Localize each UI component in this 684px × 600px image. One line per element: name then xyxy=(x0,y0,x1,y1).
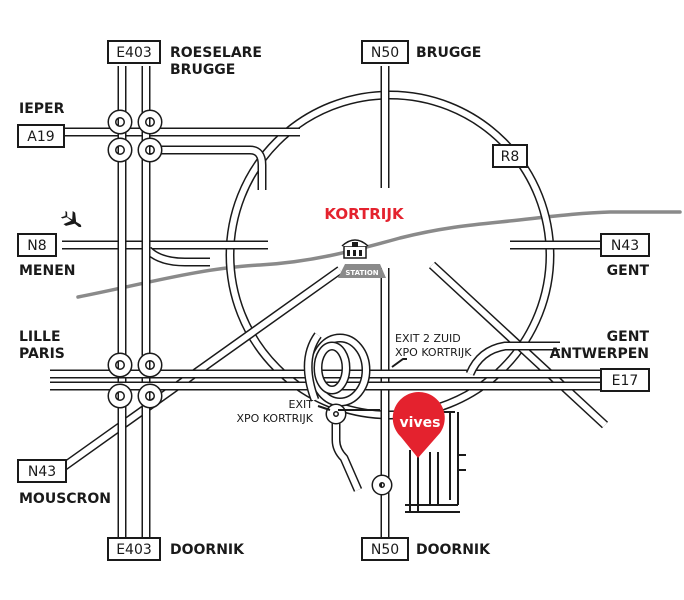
svg-text:E403: E403 xyxy=(116,542,152,558)
place-gent-e17: GENT xyxy=(607,329,650,345)
airplane-icon xyxy=(60,210,82,228)
train-station-icon xyxy=(338,239,386,278)
station-label: STATION xyxy=(345,269,378,277)
shield-n50-north: N50 xyxy=(361,40,409,64)
exit-pointer xyxy=(317,405,331,411)
place-ieper: IEPER xyxy=(19,101,65,117)
shield-a19: A19 xyxy=(17,124,65,148)
shield-n43-east: N43 xyxy=(600,233,650,257)
road-side-n8 xyxy=(144,246,210,267)
place-mouscron: MOUSCRON xyxy=(19,491,111,507)
road-n43-west xyxy=(59,266,343,472)
svg-text:A19: A19 xyxy=(27,129,54,145)
roundabout-xpo xyxy=(325,403,363,492)
shield-e403-south: E403 xyxy=(107,537,161,561)
river-leie xyxy=(76,210,682,299)
campus-logo-text: vives xyxy=(400,415,441,431)
interchange-a19-e403 xyxy=(107,109,163,163)
shield-e403-north: E403 xyxy=(107,40,161,64)
place-brugge-e403: BRUGGE xyxy=(170,62,235,78)
roundabout-south xyxy=(371,474,393,496)
svg-text:N50: N50 xyxy=(371,542,399,558)
svg-text:N8: N8 xyxy=(27,238,46,254)
shield-n8: N8 xyxy=(17,233,57,257)
shield-e17: E17 xyxy=(600,368,650,392)
place-antwerpen: ANTWERPEN xyxy=(550,346,649,362)
place-brugge-n50: BRUGGE xyxy=(416,45,481,61)
place-paris: PARIS xyxy=(19,346,65,362)
svg-text:N43: N43 xyxy=(611,238,639,254)
place-roeselare: ROESELARE xyxy=(170,45,262,61)
road-e403 xyxy=(117,66,151,540)
svg-text:N43: N43 xyxy=(28,464,56,480)
place-doornik-n50: DOORNIK xyxy=(416,542,491,558)
ring-road-r8 xyxy=(225,90,555,420)
city-label: KORTRIJK xyxy=(324,205,405,223)
place-lille: LILLE xyxy=(19,329,61,345)
svg-text:N50: N50 xyxy=(371,45,399,61)
road-ramp-east xyxy=(465,341,560,376)
exit2-label-line2: XPO KORTRIJK xyxy=(395,346,472,359)
exit-label-line1: EXIT xyxy=(289,398,314,411)
exit-label-line2: XPO KORTRIJK xyxy=(236,412,313,425)
exit2-label-line1: EXIT 2 ZUID xyxy=(395,332,461,345)
shield-n50-south: N50 xyxy=(361,537,409,561)
svg-text:E403: E403 xyxy=(116,45,152,61)
road-connector-nw xyxy=(150,145,267,190)
place-gent-n43: GENT xyxy=(607,263,650,279)
place-menen: MENEN xyxy=(19,263,76,279)
interchange-e17-e403 xyxy=(107,352,163,409)
exit2-pointer xyxy=(391,358,407,368)
place-doornik-e403: DOORNIK xyxy=(170,542,245,558)
shield-r8: R8 xyxy=(492,144,528,168)
svg-text:E17: E17 xyxy=(612,373,639,389)
shield-n43-west: N43 xyxy=(17,459,67,483)
interchange-e17-n50 xyxy=(303,332,371,407)
location-pin-icon[interactable]: vives xyxy=(392,392,445,458)
svg-text:R8: R8 xyxy=(501,149,520,165)
